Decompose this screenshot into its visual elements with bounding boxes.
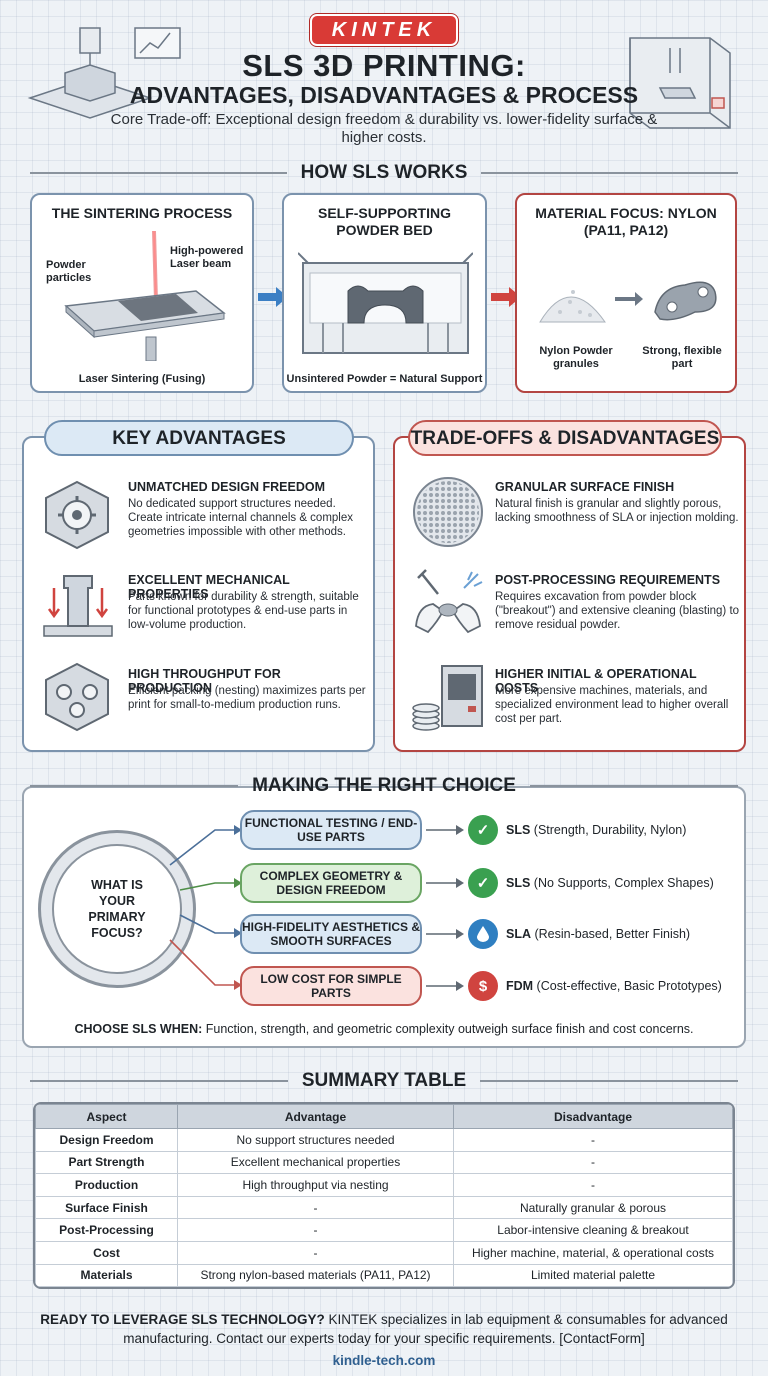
table-cell: - bbox=[177, 1240, 454, 1265]
gear-cube-icon bbox=[45, 480, 109, 550]
table-cell: - bbox=[453, 1150, 733, 1175]
table-header-row: Aspect Advantage Disadvantage bbox=[35, 1104, 733, 1129]
table-cell: - bbox=[177, 1195, 454, 1220]
disadv-desc-2: Requires excavation from powder block ("… bbox=[495, 591, 740, 631]
table-cell: - bbox=[177, 1218, 454, 1242]
card-title: MATERIAL FOCUS: NYLON (PA11, PA12) bbox=[535, 205, 717, 238]
summary-table: Aspect Advantage Disadvantage Design Fre… bbox=[33, 1102, 735, 1290]
table-cell: Post-Processing bbox=[35, 1218, 178, 1242]
result-fdm: $ FDM (Cost-effective, Basic Prototypes) bbox=[468, 971, 722, 1001]
laser-sintering-caption: Laser Sintering (Fusing) bbox=[78, 373, 206, 385]
website-link[interactable]: kindle-tech.com bbox=[332, 1353, 436, 1368]
nested-parts-icon bbox=[45, 662, 109, 732]
disadv-desc-3: More expensive machines, materials, and … bbox=[495, 685, 729, 725]
result-sls-strength: ✓ SLS (Strength, Durability, Nylon) bbox=[468, 815, 686, 845]
card-title: SELF-SUPPORTING POWDER BED bbox=[317, 205, 451, 238]
page-subtitle-title: ADVANTAGES, DISADVANTAGES & PROCESS bbox=[129, 82, 639, 108]
adv-title-3: HIGH THROUGHPUT FOR PRODUCTION bbox=[128, 667, 281, 695]
disadv-desc-1: Natural finish is granular and slightly … bbox=[495, 498, 739, 524]
arrow-right-icon bbox=[491, 287, 521, 307]
table-cell: Strong nylon-based materials (PA11, PA12… bbox=[177, 1263, 454, 1288]
laser-beam-label: High-powered Laser beam bbox=[170, 245, 244, 270]
table-cell: High throughput via nesting bbox=[177, 1173, 454, 1197]
printer-head-illustration bbox=[27, 27, 181, 119]
strong-part-label: Strong, flexible part bbox=[642, 345, 722, 370]
card-title: THE SINTERING PROCESS bbox=[51, 205, 233, 221]
powder-bed-icon bbox=[298, 252, 473, 354]
table-row: Surface Finish-Naturally granular & poro… bbox=[35, 1195, 733, 1220]
table-cell: Cost bbox=[35, 1240, 178, 1265]
disadv-title-2: POST-PROCESSING REQUIREMENTS bbox=[495, 573, 721, 587]
cta-text: READY TO LEVERAGE SLS TECHNOLOGY? KINTEK… bbox=[40, 1312, 728, 1346]
laser-sintering-icon bbox=[64, 231, 226, 361]
table-row: Cost-Higher machine, material, & operati… bbox=[35, 1240, 733, 1265]
result-sla: SLA (Resin-based, Better Finish) bbox=[468, 919, 690, 949]
option-functional-testing[interactable]: FUNCTIONAL TESTING / END-USE PARTS bbox=[240, 810, 422, 850]
column-header: Aspect bbox=[35, 1104, 178, 1129]
table-cell: Excellent mechanical properties bbox=[177, 1150, 454, 1175]
adv-title-1: UNMATCHED DESIGN FREEDOM bbox=[128, 480, 325, 494]
adv-desc-2: Parts known for durability & strength, s… bbox=[128, 591, 359, 631]
table-row: Post-Processing-Labor-intensive cleaning… bbox=[35, 1218, 733, 1242]
nylon-powder-label: Nylon Powder granules bbox=[539, 345, 613, 370]
advantages-heading: KEY ADVANTAGES bbox=[44, 420, 354, 456]
printer-machine-illustration bbox=[629, 37, 731, 129]
granular-surface-icon bbox=[413, 477, 483, 547]
focus-hub: WHAT IS YOUR PRIMARY FOCUS? bbox=[52, 844, 182, 974]
table-cell: - bbox=[453, 1173, 733, 1197]
powder-bed-card: SELF-SUPPORTING POWDER BED Unsintered Po… bbox=[282, 193, 487, 393]
table-cell: Design Freedom bbox=[35, 1128, 178, 1152]
machine-coins-icon bbox=[412, 665, 483, 731]
page-title: SLS 3D PRINTING: bbox=[242, 48, 526, 83]
result-sls-supports: ✓ SLS (No Supports, Complex Shapes) bbox=[468, 868, 714, 898]
table-cell: Surface Finish bbox=[35, 1195, 178, 1220]
table-cell: No support structures needed bbox=[177, 1128, 454, 1152]
result-arrows bbox=[426, 825, 464, 991]
table-cell: Production bbox=[35, 1173, 178, 1197]
check-icon: ✓ bbox=[468, 868, 498, 898]
table-cell: Materials bbox=[35, 1263, 178, 1288]
kintek-logo: KINTEK bbox=[312, 16, 456, 44]
right-choice-heading: MAKING THE RIGHT CHOICE bbox=[30, 775, 739, 797]
core-tradeoff-text: Core Trade-off: Exceptional design freed… bbox=[110, 111, 658, 146]
arrow-right-icon bbox=[258, 287, 288, 307]
choose-sls-conclusion: CHOOSE SLS WHEN: Function, strength, and… bbox=[74, 1022, 694, 1036]
dollar-icon: $ bbox=[468, 971, 498, 1001]
droplet-icon bbox=[468, 919, 498, 949]
table-cell: Higher machine, material, & operational … bbox=[453, 1240, 733, 1265]
table-cell: Part Strength bbox=[35, 1150, 178, 1175]
option-low-cost[interactable]: LOW COST FOR SIMPLE PARTS bbox=[240, 966, 422, 1006]
check-icon: ✓ bbox=[468, 815, 498, 845]
cleaning-hands-icon bbox=[415, 569, 483, 634]
natural-support-caption: Unsintered Powder = Natural Support bbox=[286, 373, 483, 385]
table-cell: Limited material palette bbox=[453, 1263, 733, 1288]
disadv-title-3: HIGHER INITIAL & OPERATIONAL COSTS bbox=[495, 667, 697, 695]
nylon-powder-to-part-icon bbox=[539, 281, 717, 323]
adv-desc-3: Efficient packing (nesting) maximizes pa… bbox=[128, 685, 366, 711]
table-cell: Naturally granular & porous bbox=[453, 1195, 733, 1220]
table-cell: - bbox=[453, 1128, 733, 1152]
disadvantages-heading: TRADE-OFFS & DISADVANTAGES bbox=[408, 420, 722, 456]
option-high-fidelity[interactable]: HIGH-FIDELITY AESTHETICS & SMOOTH SURFAC… bbox=[240, 914, 422, 954]
branch-arrows bbox=[169, 825, 242, 990]
powder-particles-label: Powder particles bbox=[46, 259, 92, 284]
disadv-title-1: GRANULAR SURFACE FINISH bbox=[495, 480, 675, 494]
table-cell: Labor-intensive cleaning & breakout bbox=[453, 1218, 733, 1242]
how-sls-works-heading: HOW SLS WORKS bbox=[30, 162, 738, 184]
material-focus-card: MATERIAL FOCUS: NYLON (PA11, PA12) Nylon… bbox=[515, 193, 737, 393]
adv-title-2: EXCELLENT MECHANICAL PROPERTIES bbox=[128, 573, 290, 601]
column-header: Disadvantage bbox=[453, 1104, 733, 1129]
sintering-process-card: THE SINTERING PROCESS Powder particles H… bbox=[30, 193, 254, 393]
column-header: Advantage bbox=[177, 1104, 454, 1129]
adv-desc-1: No dedicated support structures needed. … bbox=[128, 498, 354, 538]
option-complex-geometry[interactable]: COMPLEX GEOMETRY & DESIGN FREEDOM bbox=[240, 863, 422, 903]
summary-table-heading: SUMMARY TABLE bbox=[30, 1070, 738, 1092]
tower-part-icon bbox=[43, 575, 113, 637]
